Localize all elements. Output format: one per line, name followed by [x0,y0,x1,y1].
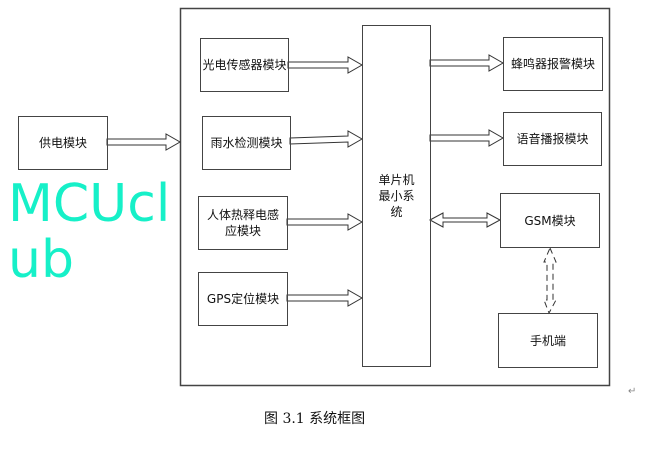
paragraph-mark: ↵ [628,386,637,397]
voice-broadcast-module: 语音播报模块 [503,112,602,166]
arrow-mcu-to-buzzer [429,54,505,72]
arrow-gps-to-mcu [286,289,364,307]
arrow-mcu-to-voice [429,129,505,147]
power-module: 供电模块 [18,116,108,170]
rain-detection-module: 雨水检测模块 [202,116,291,170]
arrow-rain-to-mcu [289,130,364,148]
arrow-mcu-gsm-bidirectional [428,212,502,228]
gsm-module: GSM模块 [500,193,600,248]
pir-module: 人体热释电感应模块 [198,196,288,250]
light-sensor-module: 光电传感器模块 [200,38,289,92]
system-boundary [179,7,611,387]
figure-caption: 图 3.1 系统框图 [264,411,366,427]
buzzer-alarm-module: 蜂鸣器报警模块 [503,37,603,91]
mcu-minimum-system: 单片机最小系统 [362,25,431,367]
arrow-light-to-mcu [287,56,364,74]
mobile-phone: 手机端 [498,313,598,368]
arrow-pir-to-mcu [286,213,364,231]
gps-module: GPS定位模块 [198,272,288,326]
arrow-gsm-phone-wireless [543,246,557,315]
arrow-power-to-system [106,133,182,151]
watermark-logo: MCUclub [8,174,171,290]
